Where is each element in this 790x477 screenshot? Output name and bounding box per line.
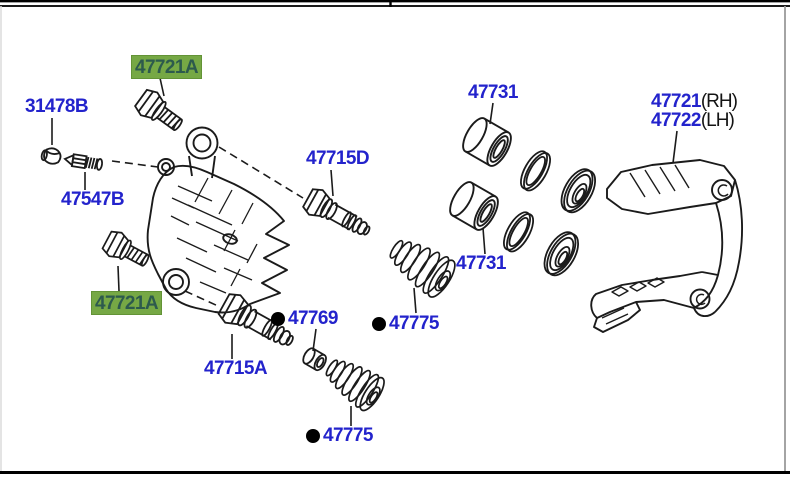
leader-lines xyxy=(51,77,678,426)
part-label-guide-pin-upper[interactable]: 47715D xyxy=(306,148,370,169)
bleeder-cap-drawing xyxy=(40,147,62,165)
part-label-bleeder-cap[interactable]: 31478B xyxy=(25,96,89,117)
piston-lower-drawing xyxy=(449,181,499,231)
dot-icon xyxy=(306,428,320,443)
boot-lower-drawing xyxy=(325,359,385,412)
bracket-rh-row[interactable]: 47721(RH) xyxy=(651,91,738,112)
part-number: 47775 xyxy=(389,313,439,334)
bracket-top-boss xyxy=(711,179,733,201)
caliper-top-ear-hole xyxy=(185,126,219,160)
dot-icon xyxy=(271,311,285,326)
part-label-bracket[interactable]: 47721(RH) 47722(LH) xyxy=(651,91,738,130)
bracket-left-foot xyxy=(593,301,641,333)
part-label-piston-upper[interactable]: 47731 xyxy=(468,82,518,103)
assembly-dashed-lines xyxy=(111,146,304,307)
bracket-lh-row[interactable]: 47722(LH) xyxy=(651,111,737,130)
part-number: 47769 xyxy=(288,308,338,329)
part-number-rh[interactable]: 47721 xyxy=(651,91,701,112)
boot-upper-drawing xyxy=(389,239,456,298)
bracket-pad-ridges xyxy=(629,164,690,198)
rh-suffix: (RH) xyxy=(700,91,738,112)
part-label-guide-pin-lower[interactable]: 47715A xyxy=(204,358,268,379)
bracket-drawing xyxy=(590,159,744,333)
part-number-lh[interactable]: 47722 xyxy=(651,110,701,131)
caliper-bottom-ear-hole xyxy=(162,268,190,296)
part-label-bleeder-plug[interactable]: 47547B xyxy=(61,189,125,210)
caliper-surface-hatching xyxy=(170,177,258,294)
bracket-bottom-boss xyxy=(689,288,711,310)
bush-drawing xyxy=(302,347,327,372)
lh-suffix: (LH) xyxy=(700,110,735,131)
part-label-bush[interactable]: 47769 xyxy=(271,309,338,328)
part-label-piston-lower[interactable]: 47731 xyxy=(456,253,506,274)
guide-pin-upper-drawing xyxy=(302,188,371,236)
mounting-bolt-upper-drawing xyxy=(134,88,183,132)
piston-upper-drawing xyxy=(462,117,512,167)
seal-ring-upper-drawing xyxy=(520,150,552,192)
dust-seal-lower-drawing xyxy=(543,231,579,277)
dust-seal-upper-drawing xyxy=(560,168,596,214)
mounting-bolt-lower-drawing xyxy=(101,230,150,267)
seal-ring-lower-drawing xyxy=(503,211,535,253)
bleeder-plug-drawing xyxy=(63,153,103,171)
part-number: 47775 xyxy=(323,425,373,446)
part-label-boot-lower[interactable]: 47775 xyxy=(306,426,373,445)
caliper-bleeder-hole xyxy=(157,158,175,176)
part-label-mounting-bolt-lower-highlighted[interactable]: 47721A xyxy=(91,291,162,315)
bracket-rail-tabs xyxy=(611,277,665,297)
dot-icon xyxy=(372,316,386,331)
caliper-drawing xyxy=(146,126,290,314)
part-label-boot-upper[interactable]: 47775 xyxy=(372,314,439,333)
part-label-mounting-bolt-upper-highlighted[interactable]: 47721A xyxy=(131,55,202,79)
